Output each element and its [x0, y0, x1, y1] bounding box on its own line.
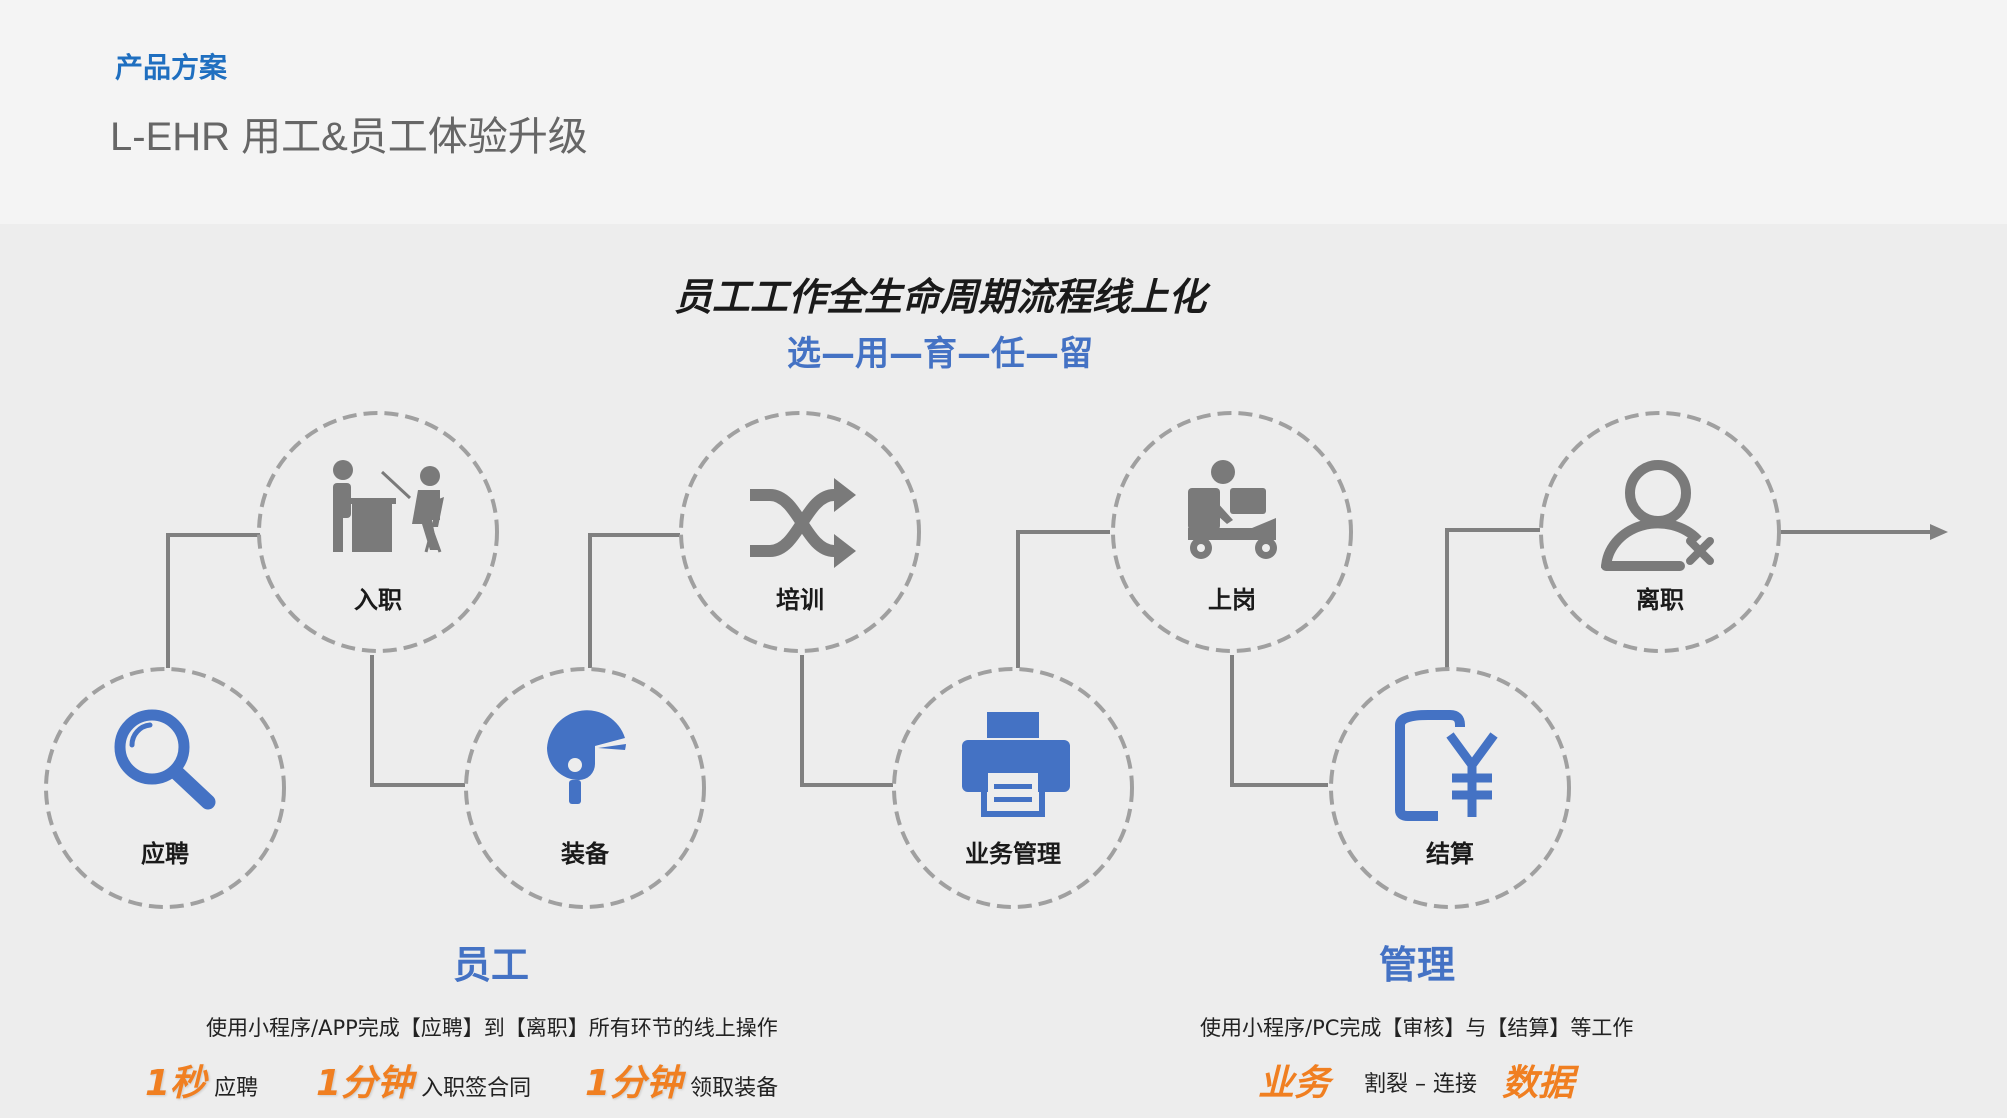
connector-7	[1445, 528, 1540, 668]
delivery-scooter-icon	[1188, 460, 1277, 559]
shuffle-arrow-bottom-icon	[834, 534, 856, 568]
yuan-wallet-icon	[1395, 710, 1498, 821]
metric-onboard: 1分钟入职签合同	[316, 1054, 531, 1106]
main-title: 员工工作全生命周期流程线上化	[673, 275, 1206, 319]
node-circle-1	[44, 667, 286, 909]
search-icon	[114, 709, 216, 810]
management-data-highlight: 数据	[1502, 1054, 1574, 1106]
connector-2	[370, 655, 465, 787]
node-circle-4	[679, 411, 921, 653]
node-label-apply: 应聘	[141, 840, 189, 868]
page-title: L-EHR 用工&员工体验升级	[110, 115, 588, 159]
arrow-head-icon	[1930, 524, 1948, 540]
node-label-business-management: 业务管理	[965, 840, 1061, 868]
node-circle-7	[1329, 667, 1571, 909]
metric-onboard-text: 入职签合同	[421, 1076, 532, 1101]
node-label-settlement: 结算	[1426, 840, 1474, 868]
node-label-resign: 离职	[1636, 586, 1684, 614]
employee-desc: 使用小程序/APP完成【应聘】到【离职】所有环节的线上操作	[206, 1016, 778, 1040]
connector-6	[1230, 655, 1328, 787]
connectors	[166, 528, 1935, 787]
metric-onboard-value: 1分钟	[316, 1063, 414, 1104]
node-label-onboard: 入职	[354, 586, 402, 614]
section-tag: 产品方案	[115, 51, 228, 84]
management-desc: 使用小程序/PC完成【审核】与【结算】等工作	[1200, 1016, 1634, 1040]
management-middle-text: 割裂 – 连接	[1364, 1072, 1477, 1097]
node-circle-2	[257, 411, 499, 653]
metric-equipment-text: 领取装备	[690, 1076, 779, 1101]
node-circles	[44, 411, 1781, 909]
connector-1	[166, 533, 260, 668]
helmet-icon	[547, 710, 626, 804]
node-circle-5	[892, 667, 1134, 909]
node-circle-6	[1111, 411, 1353, 653]
node-label-training: 培训	[776, 586, 824, 614]
node-circle-8	[1539, 411, 1781, 653]
user-remove-icon	[1601, 460, 1714, 571]
sub-title: 选—用—育—任—留	[787, 334, 1093, 374]
metric-equipment: 1分钟领取装备	[585, 1054, 778, 1106]
connector-5	[1016, 530, 1110, 668]
connector-3	[588, 533, 680, 668]
metric-equipment-value: 1分钟	[585, 1063, 683, 1104]
data-highlight: 数据	[1502, 1063, 1575, 1104]
management-title: 管理	[1378, 943, 1455, 987]
shuffle-arrow-top-icon	[834, 478, 856, 512]
header-band: 产品方案 L-EHR 用工&员工体验升级	[0, 0, 2007, 224]
shuffle-icon	[750, 489, 846, 557]
node-circle-3	[464, 667, 706, 909]
node-label-on-duty: 上岗	[1208, 586, 1256, 614]
connector-4	[800, 655, 893, 787]
management-business-highlight: 业务	[1258, 1054, 1330, 1106]
metric-apply-value: 1秒	[145, 1063, 207, 1104]
metric-apply-text: 应聘	[214, 1076, 259, 1101]
business-highlight: 业务	[1258, 1063, 1331, 1104]
metric-apply: 1秒应聘	[145, 1054, 258, 1106]
printer-icon	[962, 712, 1070, 817]
employee-title: 员工	[452, 943, 529, 987]
node-label-equipment: 装备	[561, 840, 609, 868]
interview-icon	[333, 460, 444, 553]
